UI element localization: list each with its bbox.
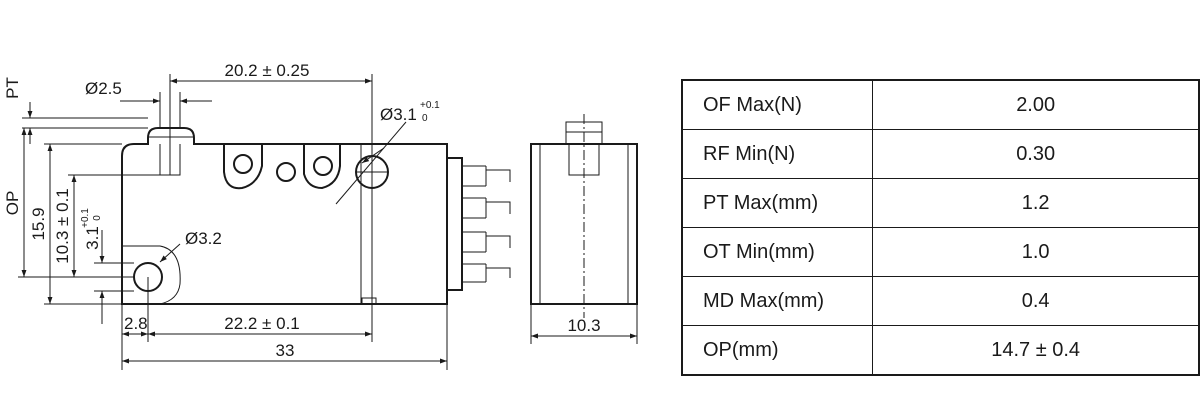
value-cell: 14.7 ± 0.4 <box>872 325 1200 376</box>
dia-3-1-tol-zero: 0 <box>422 113 428 124</box>
dim-33-label: 33 <box>276 341 295 360</box>
dim-3-1-tol-plus: +0.1 <box>80 208 91 228</box>
value-cell: 1.0 <box>872 227 1200 277</box>
switch-dimension-drawing: PT OP 15.9 10.3 ± 0.1 3.1 +0.1 0 Ø2.5 20… <box>3 61 638 370</box>
param-cell: PT Max(mm) <box>681 178 874 228</box>
dim-20-2-label: 20.2 ± 0.25 <box>225 61 310 80</box>
dim-2-8-label: 2.8 <box>124 314 148 333</box>
dia-2-5-label: Ø2.5 <box>85 79 122 98</box>
spec-table: OF Max(N) 2.00 RF Min(N) 0.30 PT Max(mm)… <box>681 79 1200 376</box>
front-view-dimensions <box>18 74 448 370</box>
value-cell: 1.2 <box>872 178 1200 228</box>
dim-3-1-tol-zero: 0 <box>92 215 103 221</box>
table-row: MD Max(mm) 0.4 <box>681 276 1200 326</box>
table-row: OP(mm) 14.7 ± 0.4 <box>681 325 1200 376</box>
dim-15-9-label: 15.9 <box>29 207 48 240</box>
param-cell: OT Min(mm) <box>681 227 874 277</box>
dim-10-3-label: 10.3 <box>567 316 600 335</box>
side-view-dimensions <box>530 304 638 344</box>
table-row: OF Max(N) 2.00 <box>681 79 1200 130</box>
param-cell: RF Min(N) <box>681 129 874 179</box>
pt-label: PT <box>3 77 22 99</box>
switch-front-view <box>121 127 511 305</box>
switch-side-view <box>530 114 638 318</box>
dia-3-1-tol-plus: +0.1 <box>420 100 440 111</box>
table-row: PT Max(mm) 1.2 <box>681 178 1200 228</box>
value-cell: 0.4 <box>872 276 1200 326</box>
op-label: OP <box>3 191 22 216</box>
param-cell: OF Max(N) <box>681 79 874 130</box>
table-row: OT Min(mm) 1.0 <box>681 227 1200 277</box>
value-cell: 0.30 <box>872 129 1200 179</box>
param-cell: OP(mm) <box>681 325 874 376</box>
dim-10-3-tol-label: 10.3 ± 0.1 <box>53 188 72 264</box>
table-row: RF Min(N) 0.30 <box>681 129 1200 179</box>
dia-3-2-label: Ø3.2 <box>185 229 222 248</box>
dim-3-1-label: 3.1 <box>83 226 102 250</box>
dim-22-2-label: 22.2 ± 0.1 <box>224 314 300 333</box>
dia-3-1-label: Ø3.1 <box>380 105 417 124</box>
param-cell: MD Max(mm) <box>681 276 874 326</box>
value-cell: 2.00 <box>872 79 1200 130</box>
